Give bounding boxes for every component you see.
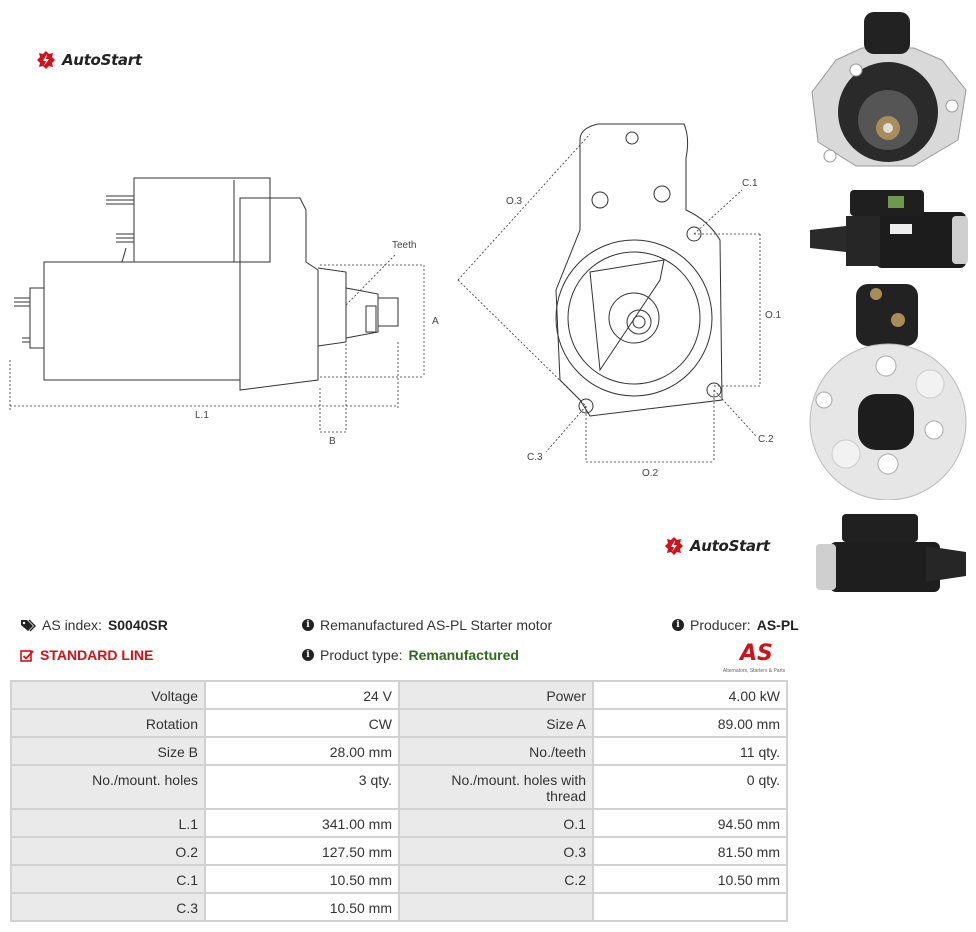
label-o2: O.2	[642, 468, 659, 479]
photo-front-flange	[811, 12, 967, 167]
product-type-label: Product type:	[320, 647, 403, 663]
spec-key: Power	[398, 680, 594, 710]
spec-value: CW	[204, 708, 400, 738]
as-index: AS index: S0040SR	[20, 617, 168, 633]
spec-key: C.3	[10, 892, 206, 922]
spec-key: L.1	[10, 808, 206, 838]
label-c2: C.2	[758, 434, 774, 445]
as-index-value: S0040SR	[107, 617, 168, 633]
info-circle-icon: i	[302, 649, 314, 661]
spec-value: 81.50 mm	[592, 836, 788, 866]
solenoid	[133, 177, 271, 263]
flange-outline	[555, 123, 723, 417]
producer-value: AS-PL	[756, 617, 799, 633]
label-c1: C.1	[742, 178, 758, 189]
label-b: B	[329, 436, 336, 447]
rear-bolt	[14, 297, 30, 307]
label-a: A	[432, 316, 439, 327]
spec-key: Rotation	[10, 708, 206, 738]
brand-logo-bottom: AutoStart	[664, 536, 770, 556]
tags-icon	[21, 619, 36, 631]
spec-value: 10.50 mm	[204, 864, 400, 894]
terminal-bottom	[116, 233, 134, 243]
info-circle-icon: i	[302, 619, 314, 631]
spec-value: 11 qty.	[592, 736, 788, 766]
svg-text:AS: AS	[738, 641, 773, 662]
brand-mark-icon	[37, 51, 55, 69]
description-text: Remanufactured AS-PL Starter motor	[320, 617, 553, 633]
spec-value: 10.50 mm	[204, 892, 400, 922]
brand-name: AutoStart	[62, 51, 142, 69]
spec-value	[592, 892, 788, 922]
spec-value: 4.00 kW	[592, 680, 788, 710]
spec-value: 94.50 mm	[592, 808, 788, 838]
as-logo-tagline: Alternators, Starters & Parts	[722, 668, 786, 674]
label-l1: L.1	[195, 410, 209, 421]
spec-key: O.1	[398, 808, 594, 838]
standard-line: STANDARD LINE	[20, 647, 153, 663]
photo-rear-view	[809, 284, 967, 500]
spec-value: 341.00 mm	[204, 808, 400, 838]
drive-housing	[239, 197, 319, 391]
spec-key: C.1	[10, 864, 206, 894]
spec-key: No./teeth	[398, 736, 594, 766]
product-type: i Product type: Remanufactured	[302, 647, 519, 663]
pinion	[345, 287, 379, 339]
spec-value: 0 qty.	[592, 764, 788, 810]
spec-key: Voltage	[10, 680, 206, 710]
spec-key: No./mount. holes with thread	[398, 764, 594, 810]
flange-ring	[555, 239, 713, 397]
label-teeth: Teeth	[392, 240, 416, 251]
product-type-value: Remanufactured	[408, 647, 519, 663]
hole-c3	[578, 398, 594, 414]
hole-c1	[686, 226, 702, 242]
technical-drawing: Teeth A B L.1 O.1 O.2 O.3 C.1 C.2 C.3	[9, 123, 782, 479]
label-o1: O.1	[765, 310, 782, 321]
spec-key	[398, 892, 594, 922]
brand-logo-top: AutoStart	[36, 50, 142, 70]
brand-mark-icon	[665, 537, 683, 555]
spec-value: 127.50 mm	[204, 836, 400, 866]
spec-value: 28.00 mm	[204, 736, 400, 766]
spec-key: Size A	[398, 708, 594, 738]
terminal-top	[106, 195, 134, 205]
motor-body	[43, 261, 241, 381]
label-c3: C.3	[527, 452, 543, 463]
brand-name: AutoStart	[690, 537, 770, 555]
spec-value: 24 V	[204, 680, 400, 710]
spec-key: C.2	[398, 864, 594, 894]
hole-c2	[706, 382, 722, 398]
spec-value: 3 qty.	[204, 764, 400, 810]
spec-value: 89.00 mm	[592, 708, 788, 738]
spec-key: O.3	[398, 836, 594, 866]
spec-key: Size B	[10, 736, 206, 766]
info-circle-icon: i	[672, 619, 684, 631]
as-logo-mark: AS	[738, 641, 773, 666]
photo-alt-side	[816, 514, 966, 592]
rear-cap	[29, 287, 45, 349]
spec-key: O.2	[10, 836, 206, 866]
product-description: i Remanufactured AS-PL Starter motor	[302, 617, 552, 633]
spec-key: No./mount. holes	[10, 764, 206, 810]
label-o3: O.3	[506, 196, 523, 207]
photo-side-view	[810, 190, 968, 268]
producer-label: Producer:	[690, 617, 751, 633]
check-square-icon	[20, 649, 34, 662]
as-index-label: AS index:	[42, 617, 102, 633]
standard-line-label: STANDARD LINE	[40, 647, 154, 663]
producer: i Producer: AS-PL	[672, 617, 799, 633]
as-pl-logo: AS Alternators, Starters & Parts	[716, 640, 792, 674]
nose	[317, 267, 347, 347]
spec-value: 10.50 mm	[592, 864, 788, 894]
